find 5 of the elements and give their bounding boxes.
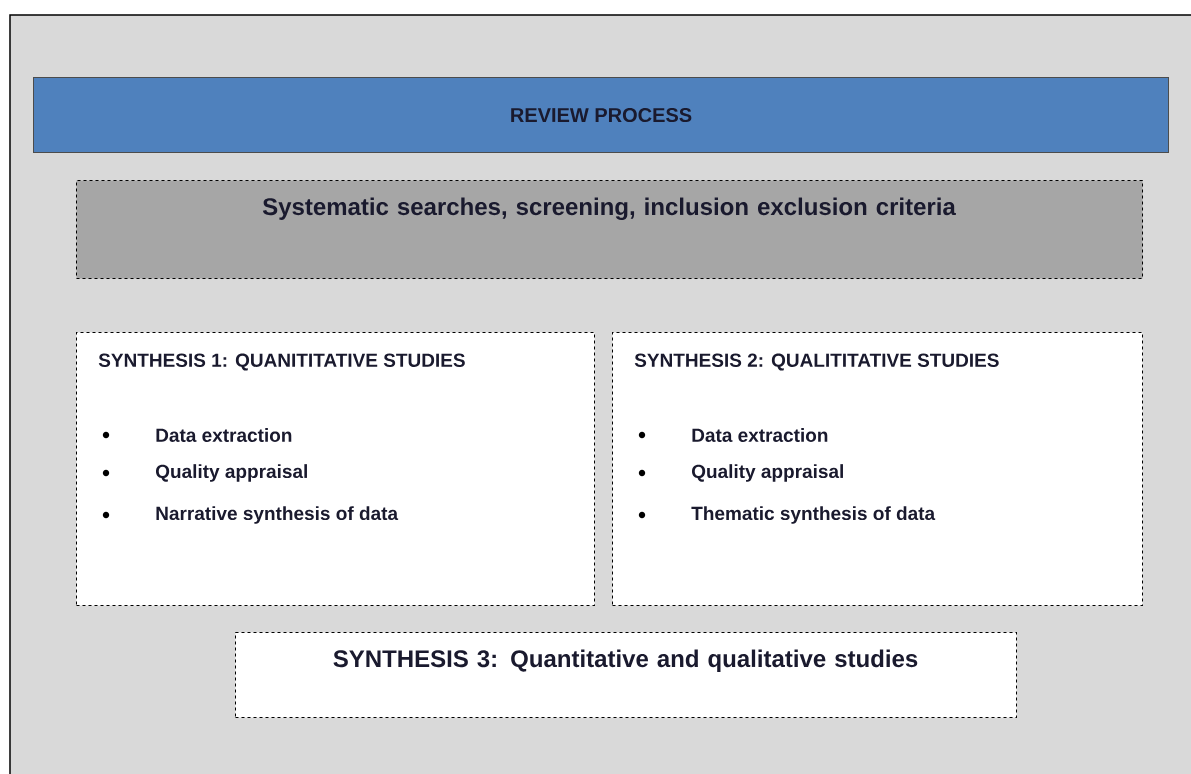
header-band: REVIEW PROCESS bbox=[33, 77, 1169, 153]
bullet-list-box: SYNTHESIS 1: QUANITITATIVE STUDIES Data extraction Quality appraisal Narrative synthesis of data bbox=[76, 332, 595, 606]
bullet-list-box: SYNTHESIS 2: QUALITITATIVE STUDIES Data extraction Quality appraisal Thematic synthesis of data bbox=[612, 332, 1143, 606]
text-box: SYNTHESIS 3: Quantitative and qualitative studies bbox=[235, 632, 1017, 718]
text-box: Systematic searches, screening, inclusion exclusion criteria bbox=[76, 180, 1143, 279]
